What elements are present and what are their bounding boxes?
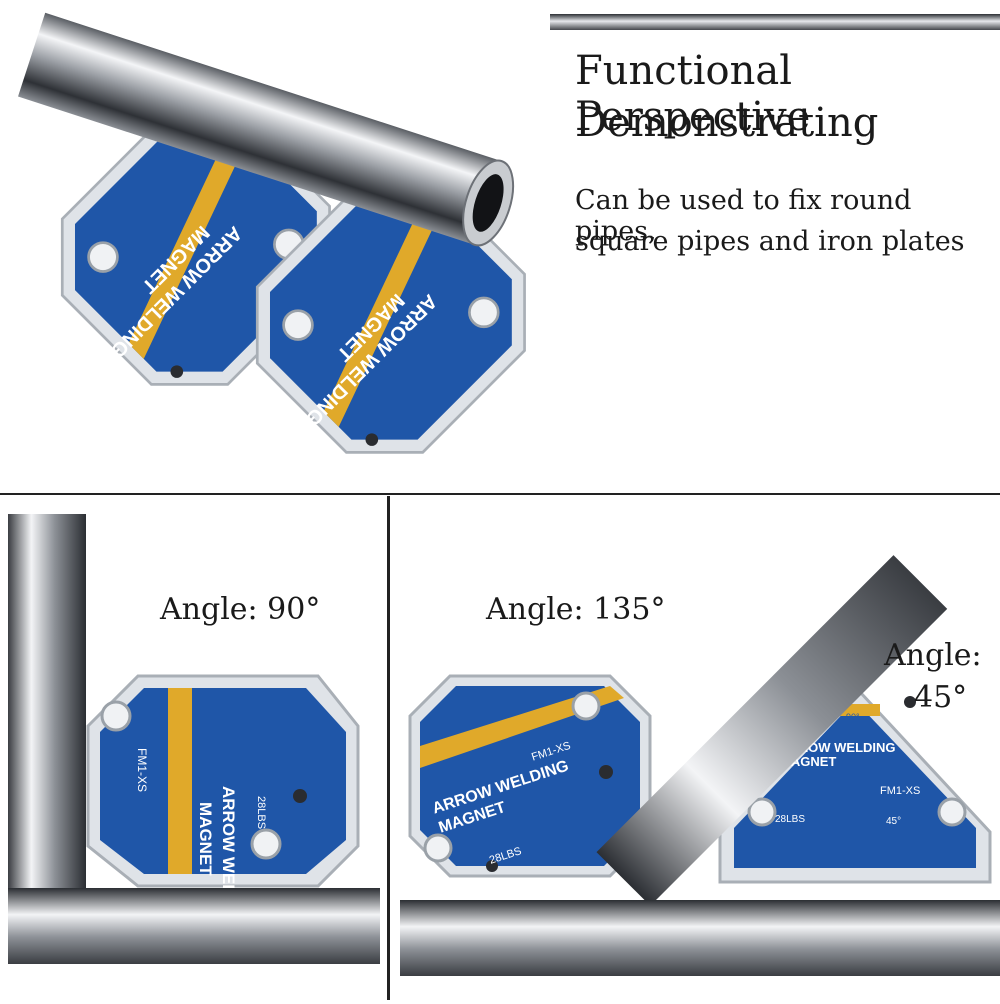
top-panel: ARROW WELDING MAGNET ARROW WELDING MAGNE… — [0, 0, 1000, 496]
horizontal-pipe-2 — [400, 900, 1000, 976]
magnet-45: ARROW WELDING MAGNET FM1-XS 28LBS 45° 90… — [718, 690, 992, 884]
title-line1: Functional Perspective — [575, 48, 811, 140]
title-line2: Demonstrating — [575, 100, 879, 146]
desc-line2: square pipes and iron plates — [575, 226, 965, 257]
svg-text:28LBS: 28LBS — [255, 796, 267, 829]
magnet-right: ARROW WELDING MAGNET — [217, 145, 565, 492]
svg-text:FM1-XS: FM1-XS — [880, 785, 920, 797]
desc-line1: Can be used to fix round pipes, — [575, 185, 912, 247]
diagonal-pipe — [596, 555, 948, 906]
svg-text:MAGNET: MAGNET — [196, 802, 215, 876]
bottom-left-panel: ARROW WELDING MAGNET FM1-XS 28LBS Angle:… — [0, 496, 388, 1000]
angle-45-label-line1: Angle: — [884, 638, 982, 673]
svg-text:45°: 45° — [886, 816, 901, 827]
magnet-135: ARROW WELDING MAGNET FM1-XS 28LBS — [408, 674, 652, 878]
horizontal-pipe — [8, 888, 380, 964]
divider-horizontal — [0, 493, 1000, 496]
round-pipe — [18, 12, 515, 247]
angle-135-label: Angle: 135° — [486, 592, 666, 627]
top-illustration: ARROW WELDING MAGNET ARROW WELDING MAGNE… — [0, 12, 1000, 496]
svg-text:FM1-XS: FM1-XS — [135, 748, 149, 792]
magnet-left: ARROW WELDING MAGNET — [22, 77, 370, 424]
angle-135-45-illustration: ARROW WELDING MAGNET FM1-XS 28LBS ARROW … — [400, 555, 1000, 976]
thin-bar — [550, 14, 1000, 30]
angle-90-label: Angle: 90° — [160, 592, 321, 627]
svg-text:28LBS: 28LBS — [775, 814, 805, 825]
divider-vertical — [387, 496, 390, 1000]
angle-45-label-line2: 45° — [914, 680, 968, 715]
angle-90-illustration: ARROW WELDING MAGNET FM1-XS 28LBS — [8, 514, 380, 964]
svg-text:90°: 90° — [846, 712, 860, 722]
bottom-right-panel: ARROW WELDING MAGNET FM1-XS 28LBS ARROW … — [390, 496, 1000, 1000]
vertical-pipe — [8, 514, 86, 910]
